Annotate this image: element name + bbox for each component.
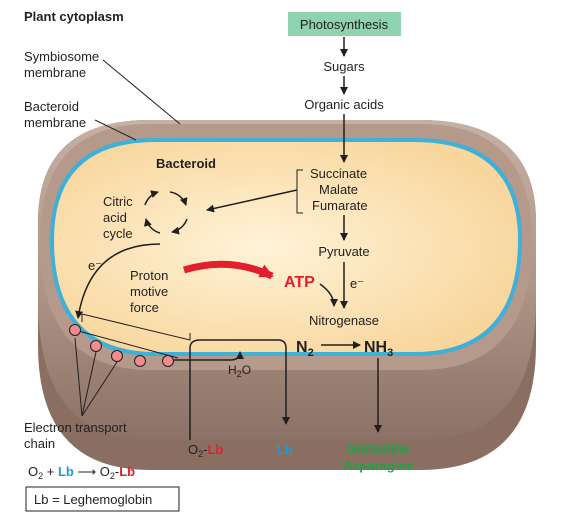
etc-label-2: chain: [24, 436, 55, 451]
lb-label: Lb: [277, 442, 293, 457]
lb-equation: O2 + Lb ⟶ O2-Lb: [28, 464, 135, 481]
electron-right-label: e⁻: [350, 276, 364, 291]
photosynthesis-box: [288, 12, 401, 36]
arrow-acids-to-cycle: [206, 189, 298, 213]
succinate-label: Succinate: [310, 166, 367, 181]
bacteroid-label: Bacteroid: [156, 156, 216, 171]
etc-leader-3: [81, 361, 118, 417]
n2-label: N2: [296, 339, 314, 359]
motive-label: motive: [130, 284, 168, 299]
etc-complex-5: [162, 355, 174, 367]
organic-acid-bracket: [296, 169, 303, 214]
nh3-label: NH3: [364, 339, 393, 359]
etc-complex-2: [90, 340, 102, 352]
nitrogenase-label: Nitrogenase: [309, 313, 379, 328]
proton-label: Proton: [130, 268, 168, 283]
asparagine-label: Asparagine: [343, 458, 414, 473]
bacteroid-membrane-leader: [94, 119, 137, 141]
pmf-bracket: [81, 313, 191, 341]
etc-leader-2: [81, 351, 97, 417]
etc-label-1: Electron transport: [24, 420, 127, 435]
citric-cycle-icon: [143, 190, 188, 235]
bacteroid-cell: [38, 120, 536, 470]
cycle-label: cycle: [103, 226, 133, 241]
etc-complex-4: [134, 355, 146, 367]
symbiosome-label-2: membrane: [24, 65, 86, 80]
symbiosome-leader: [102, 59, 181, 125]
etc-complex-3: [111, 350, 123, 362]
pyruvate-label: Pyruvate: [318, 244, 369, 259]
arrow-pmf-to-atp: [182, 260, 274, 280]
arrow-atp-nitrogenase: [319, 283, 338, 307]
arrow-etc-water: [174, 351, 244, 361]
arrow-o2lb-to-lb: [189, 339, 290, 440]
citric-label: Citric: [103, 194, 133, 209]
arrow-electron-to-etc: [75, 243, 161, 319]
bacteroid-membrane-label-2: membrane: [24, 115, 86, 130]
sugars-label: Sugars: [323, 59, 365, 74]
fumarate-label: Fumarate: [312, 198, 368, 213]
bacteroid-membrane-label-1: Bacteroid: [24, 99, 79, 114]
legend-box: [25, 486, 180, 512]
plant-cytoplasm-label: Plant cytoplasm: [24, 9, 124, 24]
symbiosome-label-1: Symbiosome: [24, 49, 99, 64]
force-label: force: [130, 300, 159, 315]
etc-leader-1: [74, 337, 83, 417]
etc-path-line: [74, 329, 179, 359]
bacteroid-interior: [54, 142, 518, 352]
glutamine-label: Glutamine: [346, 441, 410, 456]
legend-label: Lb = Leghemoglobin: [34, 492, 152, 507]
o2lb-label: O2-Lb: [188, 442, 223, 459]
etc-complex-1: [69, 324, 81, 336]
organic-acids-label: Organic acids: [304, 97, 384, 112]
photosynthesis-label: Photosynthesis: [300, 17, 389, 32]
water-label: H2O: [228, 363, 251, 379]
electron-left-label: e⁻: [88, 258, 102, 273]
acid-label: acid: [103, 210, 127, 225]
malate-label: Malate: [319, 182, 358, 197]
atp-label: ATP: [284, 274, 315, 291]
etc-complexes: [69, 324, 174, 367]
